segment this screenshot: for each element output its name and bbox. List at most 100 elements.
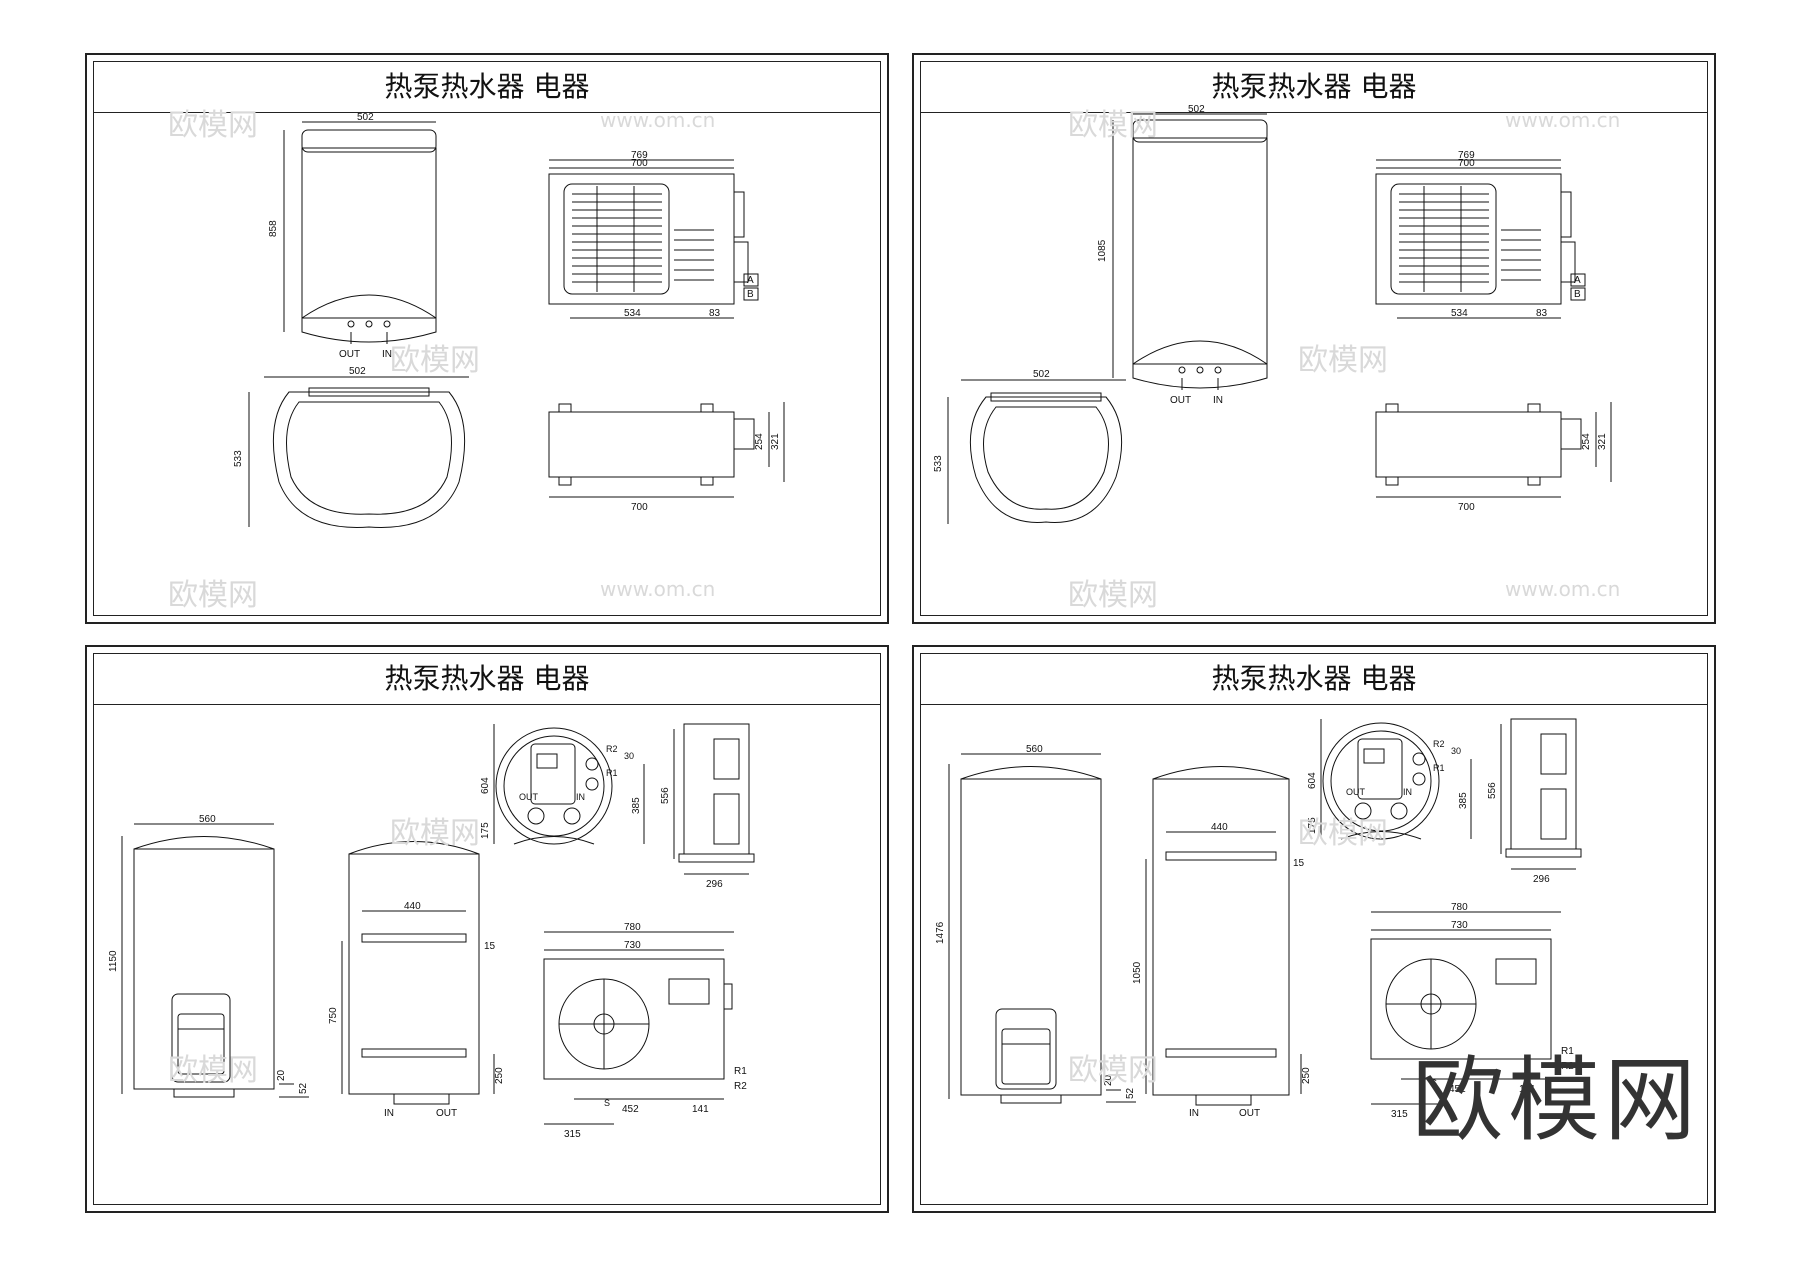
dim-unit-leg: 534 — [624, 308, 641, 319]
dim-tank-b2: 52 — [298, 1082, 309, 1094]
dim-tank-width: 560 — [199, 814, 216, 825]
dim-rear-s: 15 — [1293, 858, 1305, 869]
dim-side-height: 556 — [660, 787, 671, 804]
dim-side-width: 700 — [631, 502, 648, 513]
dim-rear-bottom: 250 — [494, 1067, 505, 1084]
dim-top-depth: 533 — [233, 450, 244, 467]
dim-rear-width: 440 — [404, 901, 421, 912]
fan-grille — [1390, 183, 1497, 295]
dim-top-r: 385 — [631, 797, 642, 814]
panel-frame: 热泵热水器 电器 — [920, 653, 1708, 1205]
dim-tank-width: 560 — [1026, 744, 1043, 755]
panel-title: 热泵热水器 电器 — [921, 654, 1707, 705]
dim-rear-bottom: 250 — [1301, 1067, 1312, 1084]
panel-title: 热泵热水器 电器 — [921, 62, 1707, 113]
label-in: IN — [1213, 395, 1223, 406]
label-a: A — [1574, 275, 1581, 286]
label-r2-top: R2 — [606, 744, 618, 754]
dim-side-width: 296 — [1533, 874, 1550, 885]
dim-top-width: 502 — [1033, 369, 1050, 380]
outdoor-unit — [543, 958, 725, 1080]
dim-rear-height: 750 — [328, 1007, 339, 1024]
label-in-top: IN — [576, 792, 585, 802]
dim-tank-width: 502 — [1188, 104, 1205, 115]
label-r1: R1 — [734, 1066, 747, 1077]
bracket-lower — [361, 1048, 467, 1058]
dim-side-height: 556 — [1487, 782, 1498, 799]
dim-unit-leg: 534 — [1451, 308, 1468, 319]
panel-frame: 热泵热水器 电器 — [93, 653, 881, 1205]
dim-top-bottom: 175 — [1307, 817, 1318, 834]
bracket-upper — [361, 933, 467, 943]
label-b: B — [1574, 289, 1581, 300]
unit-body — [548, 173, 735, 305]
panel-title: 热泵热水器 电器 — [94, 62, 880, 113]
bracket-lower — [1165, 1048, 1277, 1058]
dim-unit-bottom: 315 — [564, 1129, 581, 1140]
dim-tank-b2: 52 — [1125, 1087, 1136, 1099]
label-s: S — [1431, 1078, 1437, 1088]
tank-rear — [348, 853, 480, 1095]
dim-side-h1: 254 — [754, 433, 765, 450]
dim-top-height: 604 — [1307, 772, 1318, 789]
dim-unit-left: 452 — [622, 1104, 639, 1115]
cad-drawing: 560 1150 20 52 440 750 250 15 IN OUT 604… — [108, 723, 755, 1140]
label-in-top: IN — [1403, 787, 1412, 797]
dim-top-height: 604 — [480, 777, 491, 794]
label-out-top: OUT — [1346, 787, 1366, 797]
dim-unit-width: 780 — [624, 922, 641, 933]
dim-unit-side: 83 — [709, 308, 721, 319]
cad-drawing: 560 1476 20 52 440 1050 250 15 IN OUT 60… — [935, 718, 1582, 1120]
panel-title: 热泵热水器 电器 — [94, 654, 880, 705]
tank-top-view — [969, 396, 1123, 523]
dim-unit-inner: 700 — [631, 158, 648, 169]
tank-dome — [133, 836, 275, 850]
dim-tank-height: 1476 — [935, 921, 946, 944]
dim-unit-right: 141 — [1519, 1084, 1536, 1095]
dim-unit-width: 769 — [631, 150, 648, 161]
dim-side-h2: 321 — [1597, 433, 1608, 450]
dim-side-width: 296 — [706, 879, 723, 890]
bracket-upper — [1165, 851, 1277, 861]
label-r1-top: R1 — [606, 768, 618, 778]
grille-lines — [572, 186, 662, 292]
drawing-panel-3: 热泵热水器 电器 — [85, 645, 889, 1213]
dim-side-width: 700 — [1458, 502, 1475, 513]
dim-tank-width: 502 — [357, 112, 374, 123]
tank-top — [301, 129, 437, 153]
fan-grille — [563, 183, 670, 295]
label-out-top: OUT — [519, 792, 539, 802]
dim-tank-height: 858 — [268, 220, 279, 237]
dim-rear-width: 440 — [1211, 822, 1228, 833]
label-r1-top: R1 — [1433, 763, 1445, 773]
tank-body — [133, 848, 275, 1090]
label-in: IN — [382, 349, 392, 360]
tank-top — [1132, 119, 1268, 143]
control-panel — [171, 993, 231, 1083]
drawing-panel-1: 热泵热水器 电器 — [85, 53, 889, 624]
dim-tank-height: 1085 — [1097, 239, 1108, 262]
dim-top-r: 385 — [1458, 792, 1469, 809]
drawing-panel-2: 热泵热水器 电器 — [912, 53, 1716, 624]
dim-unit-inner: 700 — [1458, 158, 1475, 169]
tank-round-view — [1322, 722, 1440, 840]
tank-dome — [960, 766, 1102, 780]
cad-drawing: 502 1085 769 700 534 83 A B OUT IN 502 5… — [933, 104, 1612, 524]
label-out: OUT — [1239, 1108, 1260, 1119]
label-r2: R2 — [734, 1081, 747, 1092]
tank-body — [1132, 137, 1268, 365]
tank-bottom — [301, 294, 437, 343]
label-r2: R2 — [1561, 1061, 1574, 1072]
dim-unit-inner: 730 — [1451, 920, 1468, 931]
panel-frame: 热泵热水器 电器 — [93, 61, 881, 616]
tank-body — [960, 778, 1102, 1096]
dim-rear-height: 1050 — [1132, 961, 1143, 984]
label-s: S — [604, 1098, 610, 1108]
label-in: IN — [384, 1108, 394, 1119]
unit-body — [1375, 173, 1562, 305]
unit-side-view — [548, 411, 735, 478]
dim-top-depth: 533 — [933, 455, 944, 472]
tank-bottom — [1132, 340, 1268, 389]
dim-unit-side: 83 — [1536, 308, 1548, 319]
label-a: A — [747, 275, 754, 286]
